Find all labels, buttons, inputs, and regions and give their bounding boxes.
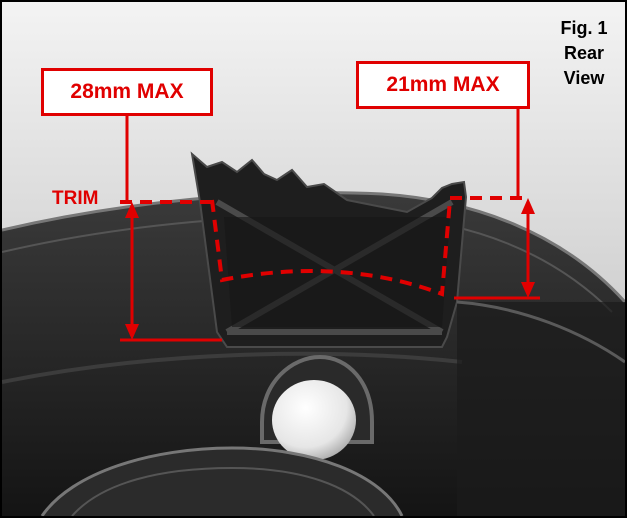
tab-inner-face	[224, 217, 450, 327]
arrow-21-top	[521, 198, 535, 214]
measurement-text-28mm: 28mm MAX	[70, 80, 184, 103]
lower-ring-inner	[71, 466, 375, 516]
caption-view: View	[563, 68, 605, 88]
arrow-28-top	[125, 202, 139, 218]
caption-rear: Rear	[563, 43, 605, 63]
lower-ring	[40, 446, 404, 516]
right-step-edge	[456, 300, 625, 364]
measurement-label-21mm: 21mm MAX	[356, 61, 530, 109]
lower-ridge	[2, 351, 463, 384]
trim-label: TRIM	[52, 188, 99, 209]
right-step	[457, 302, 625, 516]
measurement-text-21mm: 21mm MAX	[386, 73, 500, 96]
measurement-label-28mm: 28mm MAX	[41, 68, 213, 116]
part-rim	[2, 191, 625, 304]
arrow-28-bottom	[125, 324, 139, 340]
trim-outline	[210, 199, 452, 297]
white-plug	[272, 380, 356, 460]
arrow-21-bottom	[521, 282, 535, 298]
caption-figure-number: Fig. 1	[560, 18, 608, 38]
figure-caption: Fig. 1 Rear View	[549, 16, 619, 91]
